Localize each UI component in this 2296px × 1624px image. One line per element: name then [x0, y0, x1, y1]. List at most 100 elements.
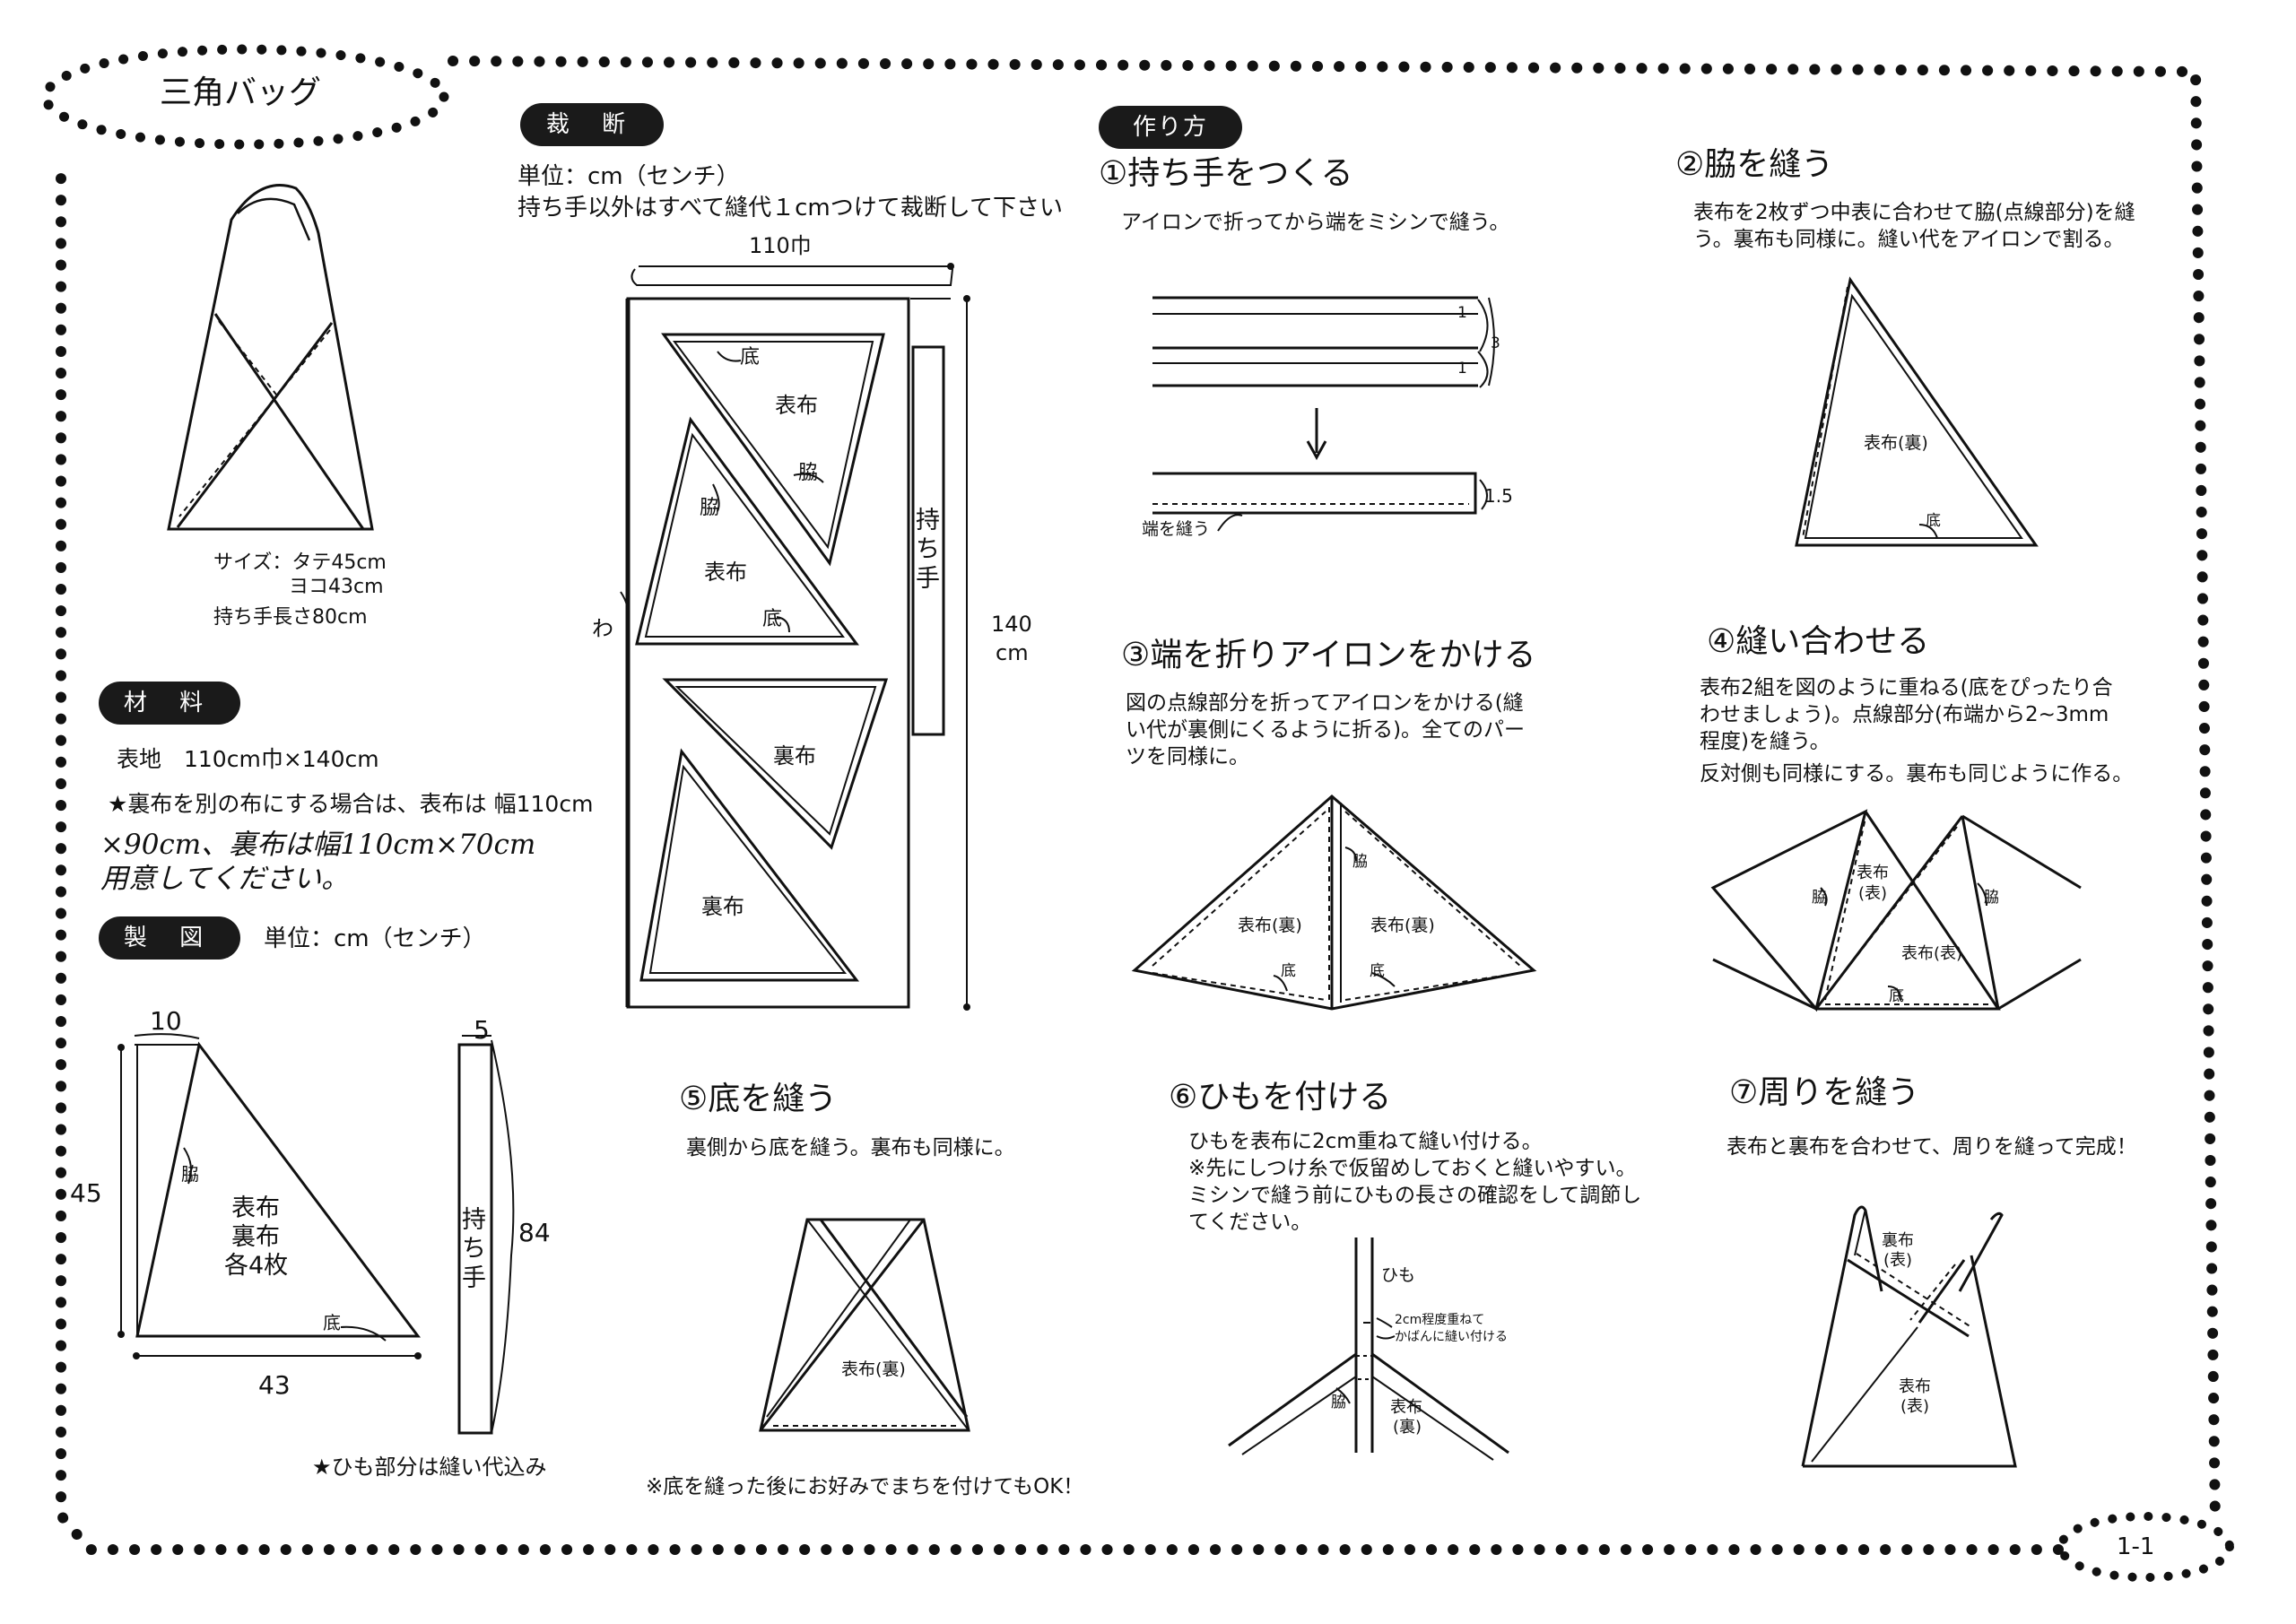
step3-drawing — [1131, 795, 1537, 1011]
dim-5: 5 — [474, 1015, 490, 1045]
cutting-height-unit: cm — [996, 640, 1029, 665]
step4-label1b: (表) — [1858, 884, 1888, 903]
step5-drawing — [759, 1218, 970, 1432]
step2-label: 表布(裏) — [1864, 433, 1928, 453]
step1-title: ①持ち手をつくる — [1099, 155, 1353, 192]
step2-title: ②脇を縫う — [1675, 146, 1834, 183]
draft-label-each: 各4枚 — [224, 1252, 289, 1280]
step6-text2: ※先にしつけ糸で仮留めしておくと縫いやすい。 — [1188, 1157, 1637, 1180]
step6-text3: ミシンで縫う前にひもの長さの確認をして調節し — [1188, 1184, 1642, 1207]
step5-title: ⑤底を縫う — [679, 1081, 838, 1117]
step3-text1: 図の点線部分を折ってアイロンをかける(縫 — [1126, 691, 1524, 715]
step2-text2: う。裏布も同様に。縫い代をアイロンで割る。 — [1693, 228, 2125, 251]
page-border — [56, 56, 2221, 1555]
step7-label2b: (表) — [1900, 1397, 1930, 1416]
cut-soko-2: 底 — [762, 608, 783, 630]
drafting-unit: 単位：cm（センチ） — [264, 925, 486, 952]
step4-title: ④縫い合わせる — [1707, 623, 1930, 660]
materials-heading: 材 料 — [99, 682, 240, 725]
cut-ura-1: 裏布 — [773, 743, 816, 769]
draft-label-waki: 脇 — [181, 1163, 199, 1185]
step6-title: ⑥ひもを付ける — [1169, 1079, 1392, 1116]
cut-handle: 持ち手 — [916, 507, 940, 593]
step6-label: 表布 — [1390, 1398, 1422, 1417]
size-line3: 持ち手長さ80cm — [213, 606, 368, 629]
step7-drawing — [1801, 1205, 2017, 1468]
cutting-fold: わ — [592, 616, 613, 641]
step6-drawing — [1228, 1238, 1509, 1461]
cutting-layout-drawing — [620, 263, 970, 1011]
step6-text1: ひもを表布に2cm重ねて縫い付ける。 — [1188, 1130, 1543, 1153]
page-number-oval — [2057, 1512, 2234, 1582]
step4-text3: 程度)を縫う。 — [1700, 730, 1831, 753]
step7-label1: 裏布 — [1882, 1231, 1914, 1250]
step3-title: ③端を折りアイロンをかける — [1121, 637, 1536, 673]
pattern-triangle-drawing — [117, 1033, 515, 1435]
step1-drawing — [1152, 296, 1495, 532]
drafting-heading: 製 図 — [99, 916, 240, 960]
step4-waki-right: 脇 — [1984, 889, 1999, 907]
step4-label1: 表布 — [1857, 864, 1889, 882]
step2-drawing — [1795, 276, 2039, 547]
cutting-note: 持ち手以外はすべて縫代１cmつけて裁断して下さい — [517, 195, 1063, 221]
step4-text2: わせましょう)。点線部分(布端から2~3mm — [1700, 703, 2109, 726]
materials-handwritten-1: ×90cm、裏布は幅110cm×70cm — [100, 829, 536, 861]
step1-dim-15: 1.5 — [1484, 485, 1513, 507]
draft-label-ura: 裏布 — [231, 1223, 280, 1251]
step6-label-b: (裏) — [1393, 1418, 1422, 1437]
step1-dim-1b: 1 — [1457, 360, 1467, 378]
step1-sew: 端を縫う — [1142, 519, 1211, 539]
title-oval — [40, 44, 449, 150]
materials-fabric: 表地 110cm巾×140cm — [117, 746, 379, 772]
draft-label-handle: 持ち手 — [462, 1206, 486, 1292]
step3-soko-left: 底 — [1281, 962, 1296, 980]
cut-waki-1: 脇 — [798, 462, 819, 484]
step4-waki-left: 脇 — [1812, 889, 1827, 907]
step1-dim-3: 3 — [1491, 334, 1500, 352]
dim-10: 10 — [150, 1006, 182, 1036]
dim-84: 84 — [518, 1218, 551, 1247]
step1-dim-1a: 1 — [1457, 304, 1467, 322]
step5-label: 表布(裏) — [841, 1359, 906, 1379]
step5-note: ※底を縫った後にお好みでまちを付けてもOK！ — [646, 1475, 1084, 1498]
step7-title: ⑦周りを縫う — [1729, 1074, 1920, 1111]
cut-omote-1: 表布 — [775, 393, 818, 418]
step7-text: 表布と裏布を合わせて、周りを縫って完成！ — [1726, 1135, 2137, 1159]
step5-text: 裏側から底を縫う。裏布も同様に。 — [686, 1136, 1015, 1159]
step4-soko: 底 — [1889, 987, 1904, 1005]
cut-waki-2: 脇 — [700, 497, 720, 519]
page-number: 1-1 — [2117, 1533, 2155, 1560]
step4-drawing — [1710, 809, 2082, 1012]
step6-text4: てください。 — [1188, 1211, 1312, 1234]
step4-text1: 表布2組を図のように重ねる(底をぴったり合 — [1700, 676, 2113, 699]
step3-label-left: 表布(裏) — [1238, 916, 1302, 935]
cutting-width: 110巾 — [749, 233, 812, 258]
step6-ann1: 2cm程度重ねて — [1395, 1313, 1485, 1327]
finished-bag-drawing — [167, 184, 374, 531]
step6-waki: 脇 — [1331, 1394, 1346, 1411]
materials-note: ★裏布を別の布にする場合は、表布は 幅110cm — [108, 791, 594, 817]
method-heading: 作り方 — [1099, 106, 1242, 149]
step3-waki: 脇 — [1352, 853, 1368, 871]
step6-ann2: かばんに縫い付ける — [1395, 1330, 1508, 1344]
step3-label-right: 表布(裏) — [1370, 916, 1435, 935]
step7-label2: 表布 — [1899, 1377, 1931, 1396]
cut-soko-1: 底 — [740, 346, 761, 369]
step2-soko: 底 — [1926, 512, 1941, 530]
size-line2: ヨコ43cm — [289, 576, 384, 598]
step3-text2: い代が裏側にくるように折る)。全てのパー — [1126, 718, 1526, 742]
step4-label2: 表布(表) — [1901, 944, 1963, 963]
cutting-height-num: 140 — [991, 612, 1032, 637]
draft-label-soko: 底 — [323, 1312, 341, 1333]
materials-handwritten-2: 用意してください。 — [100, 863, 350, 895]
dim-43: 43 — [258, 1370, 291, 1400]
draft-label-omote: 表布 — [231, 1194, 280, 1222]
drafting-note: ★ひも部分は縫い代込み — [312, 1455, 547, 1480]
dim-45: 45 — [70, 1178, 102, 1208]
step7-label1b: (表) — [1883, 1251, 1913, 1270]
cutting-unit: 単位：cm（センチ） — [517, 163, 740, 190]
page-title: 三角バッグ — [160, 74, 322, 111]
step4-text4: 反対側も同様にする。裏布も同じように作る。 — [1700, 762, 2134, 786]
step1-text: アイロンで折ってから端をミシンで縫う。 — [1121, 211, 1510, 234]
